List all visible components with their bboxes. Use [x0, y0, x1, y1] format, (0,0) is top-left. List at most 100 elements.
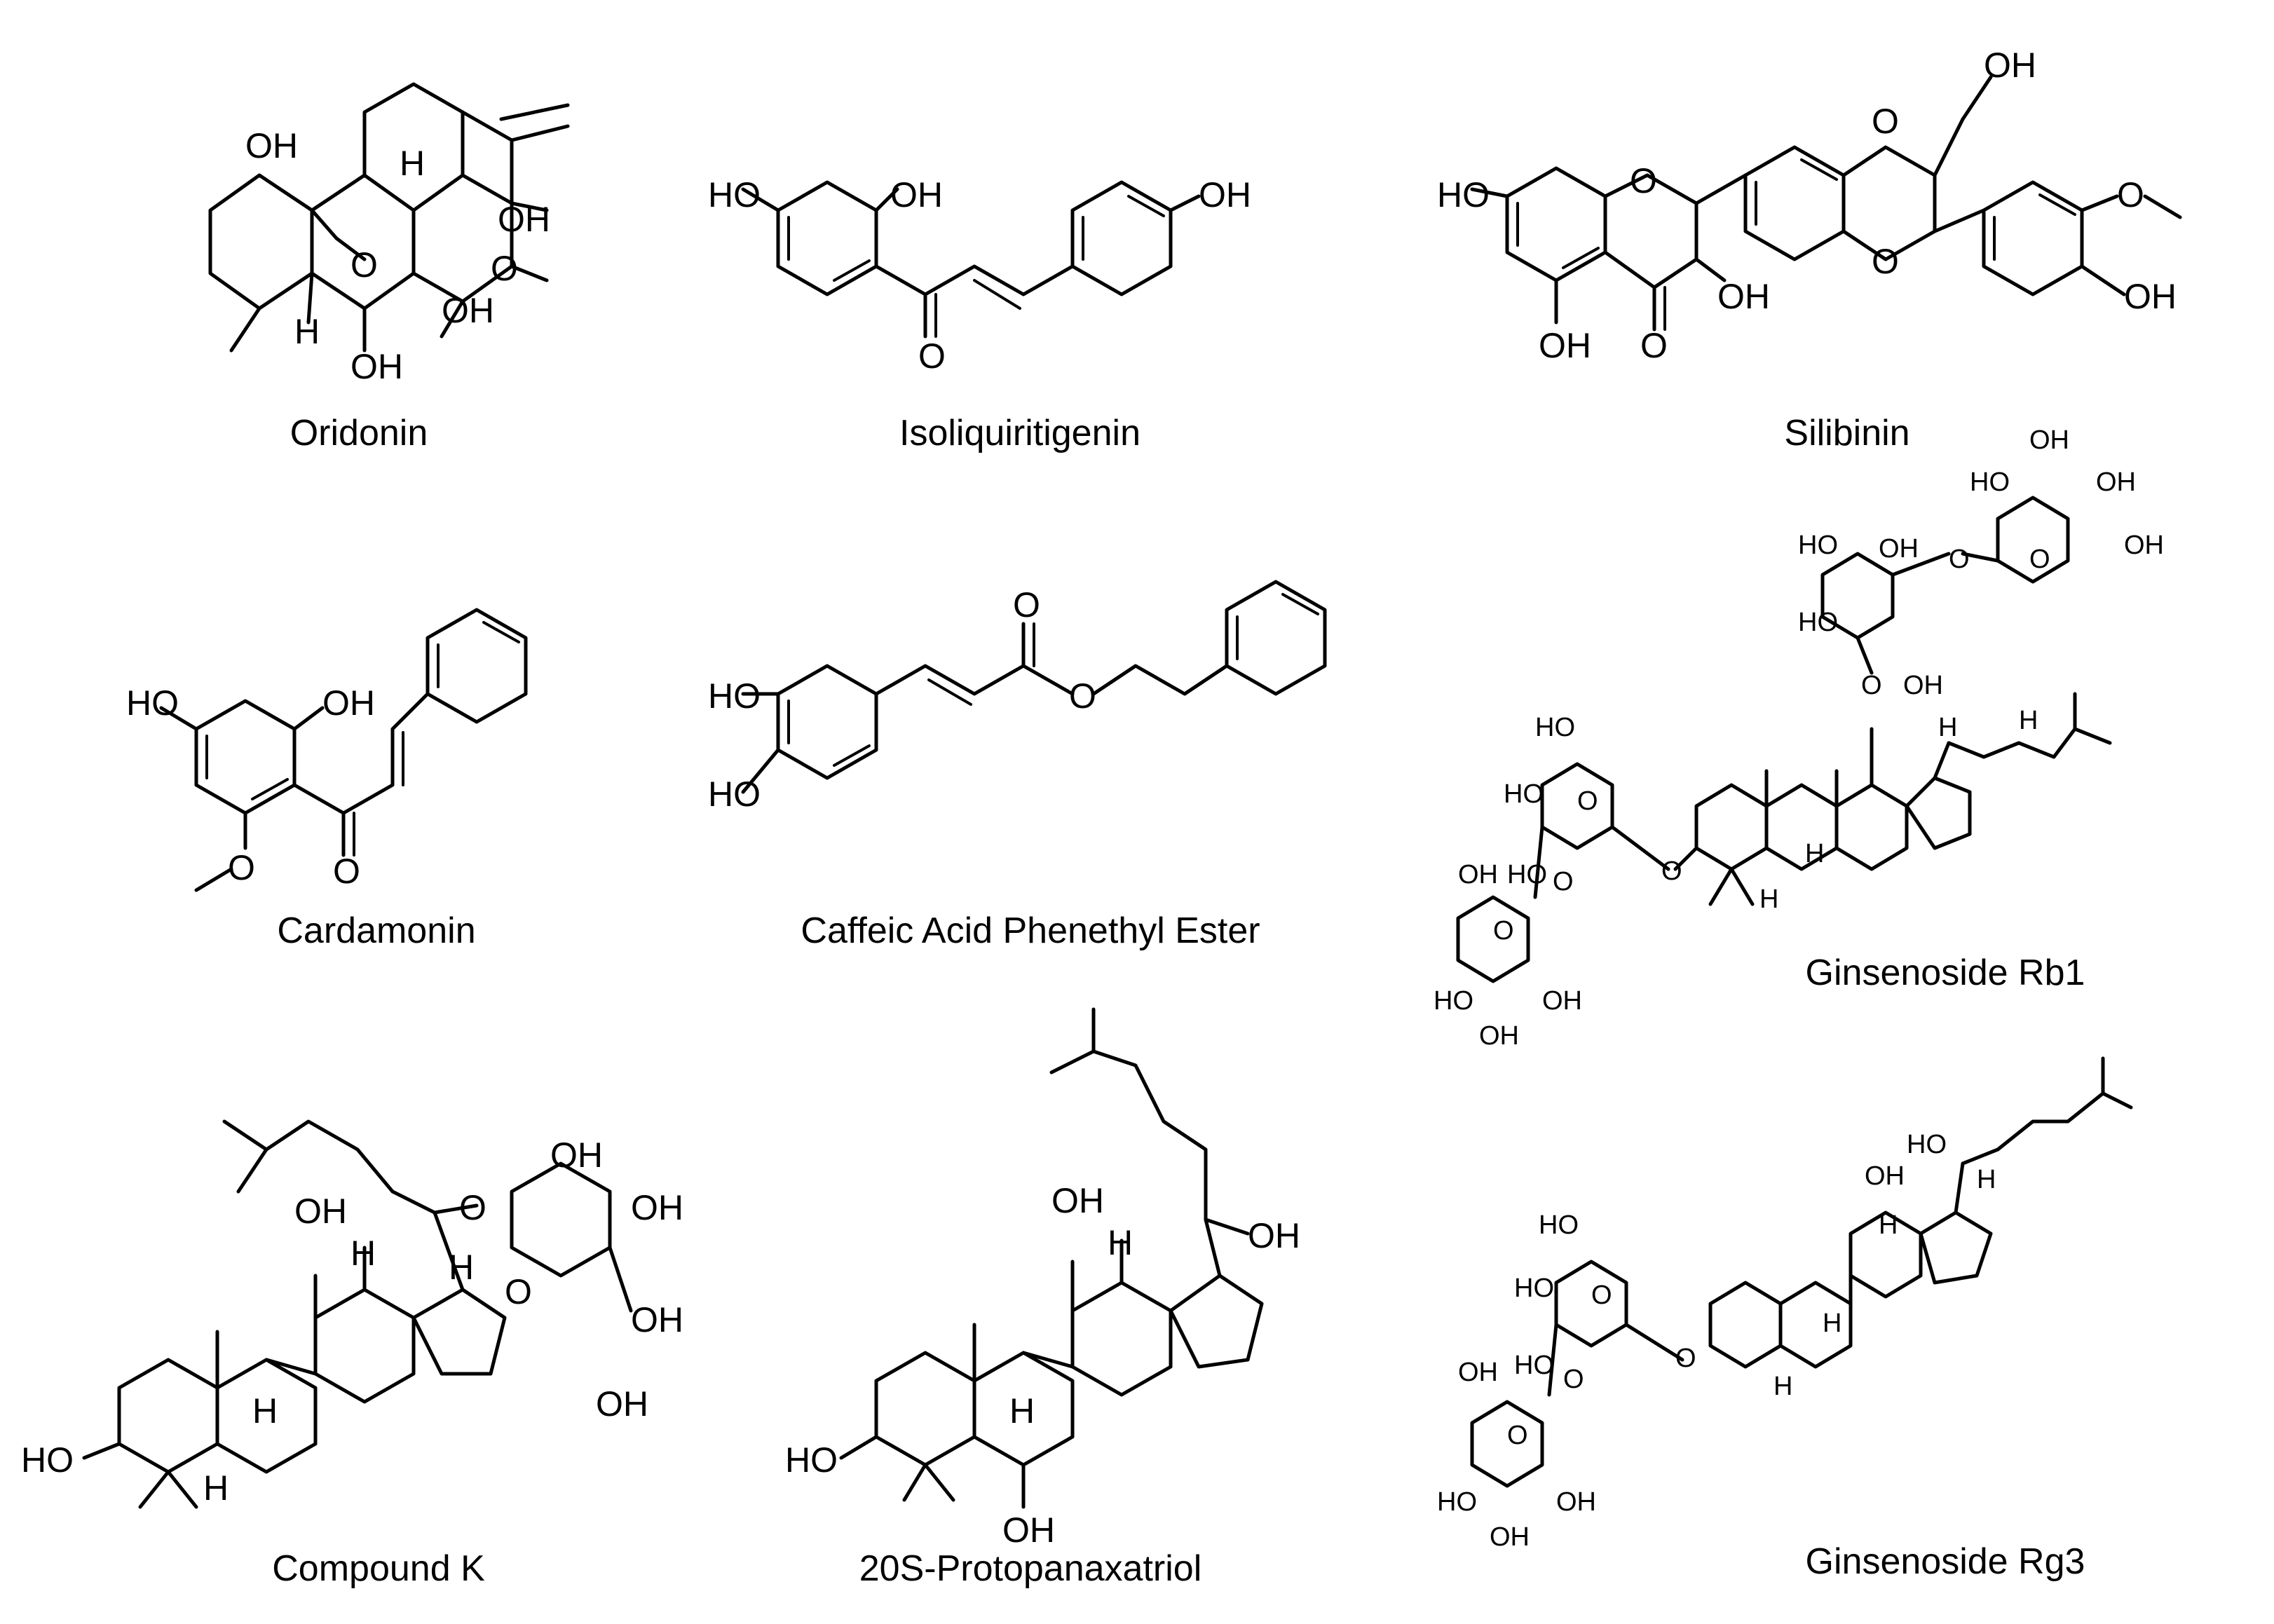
svg-text:HO: HO	[1907, 1130, 1947, 1159]
structure-cardamonin: HO OH O O	[126, 608, 528, 892]
svg-text:OH: OH	[442, 291, 494, 330]
structure-protopanaxatriol: HO OH H OH H OH	[785, 1007, 1300, 1550]
svg-text:O: O	[333, 852, 360, 891]
svg-text:H: H	[1938, 713, 1957, 742]
svg-text:O: O	[1069, 676, 1096, 716]
svg-text:HO: HO	[1970, 468, 2010, 497]
svg-text:OH: OH	[1458, 860, 1498, 889]
svg-text:OH: OH	[350, 347, 403, 386]
svg-text:HO: HO	[1539, 1210, 1579, 1240]
svg-text:HO: HO	[1437, 1487, 1477, 1517]
svg-text:OH: OH	[1199, 175, 1251, 214]
svg-text:H: H	[400, 144, 425, 183]
svg-text:OH: OH	[631, 1188, 683, 1227]
svg-text:H: H	[1759, 885, 1778, 914]
svg-text:O: O	[1861, 671, 1882, 700]
svg-text:O: O	[1949, 545, 1970, 574]
svg-text:O: O	[1640, 326, 1668, 365]
structure-compound-k: HO H H OH H H O OH OH O OH OH	[21, 1119, 683, 1509]
label-isoliquiritigenin: Isoliquiritigenin	[899, 413, 1141, 453]
svg-text:HO: HO	[1535, 713, 1575, 742]
svg-text:O: O	[1630, 161, 1657, 200]
svg-text:HO: HO	[1437, 175, 1490, 214]
svg-text:H: H	[350, 1234, 376, 1273]
svg-text:OH: OH	[1458, 1358, 1498, 1387]
svg-text:H: H	[1009, 1391, 1035, 1431]
svg-text:H: H	[1879, 1210, 1898, 1240]
svg-text:H: H	[1977, 1165, 1996, 1194]
structure-isoliquiritigenin: HO OH O OH	[708, 175, 1251, 376]
svg-text:H: H	[203, 1468, 229, 1508]
svg-text:OH: OH	[596, 1384, 648, 1424]
svg-text:O: O	[1563, 1365, 1584, 1394]
svg-text:O: O	[1675, 1344, 1696, 1373]
svg-text:H: H	[1773, 1372, 1792, 1401]
label-cardamonin: Cardamonin	[277, 910, 475, 951]
svg-text:O: O	[459, 1188, 486, 1227]
svg-text:HO: HO	[1798, 608, 1838, 637]
svg-text:H: H	[1108, 1223, 1133, 1262]
structure-ginsenoside-rb1: OH OH HO HO HO OH OH O O O OH H H H H O …	[1434, 425, 2164, 1051]
svg-text:H: H	[1805, 839, 1824, 868]
svg-text:HO: HO	[1507, 860, 1547, 889]
label-oridonin: Oridonin	[290, 413, 428, 453]
structure-oridonin: OH H OH O O OH H OH	[208, 82, 570, 386]
svg-text:HO: HO	[708, 175, 761, 214]
svg-text:O: O	[1493, 916, 1514, 946]
svg-text:OH: OH	[550, 1135, 603, 1175]
svg-text:OH: OH	[322, 683, 375, 723]
structure-silibinin: HO OH O OH O O O OH O OH	[1437, 46, 2182, 365]
svg-text:O: O	[1013, 585, 1040, 625]
svg-text:HO: HO	[1434, 986, 1473, 1016]
svg-text:HO: HO	[1514, 1351, 1554, 1380]
svg-text:O: O	[1591, 1281, 1612, 1310]
svg-text:OH: OH	[498, 200, 550, 239]
svg-text:OH: OH	[1248, 1216, 1300, 1255]
svg-text:O: O	[350, 245, 378, 285]
svg-text:OH: OH	[1002, 1510, 1055, 1550]
label-ginsenoside-rg3: Ginsenoside Rg3	[1806, 1541, 2085, 1582]
svg-text:OH: OH	[1717, 277, 1770, 316]
svg-text:OH: OH	[2096, 468, 2136, 497]
svg-text:HO: HO	[1504, 779, 1544, 809]
svg-text:OH: OH	[890, 175, 943, 214]
svg-text:OH: OH	[1556, 1487, 1596, 1517]
svg-text:HO: HO	[21, 1440, 74, 1480]
structure-cape: HO HO O O	[708, 580, 1327, 814]
structure-ginsenoside-rg3: HO OH H H H H O HO HO HO O O OH HO OH OH…	[1437, 1056, 2133, 1552]
svg-text:O: O	[505, 1272, 532, 1311]
svg-text:OH: OH	[1879, 534, 1919, 564]
svg-text:H: H	[2019, 706, 2038, 735]
svg-text:OH: OH	[1984, 46, 2036, 85]
svg-text:O: O	[1507, 1421, 1528, 1450]
svg-text:OH: OH	[1051, 1181, 1104, 1220]
svg-text:OH: OH	[1490, 1522, 1530, 1552]
svg-text:OH: OH	[1865, 1161, 1905, 1191]
svg-text:O: O	[1661, 857, 1682, 886]
svg-text:OH: OH	[1542, 986, 1582, 1016]
svg-text:OH: OH	[2124, 531, 2164, 560]
label-silibinin: Silibinin	[1784, 413, 1909, 453]
svg-text:O: O	[918, 336, 946, 376]
svg-text:O: O	[1872, 242, 1899, 281]
svg-text:O: O	[1872, 102, 1899, 141]
svg-text:HO: HO	[708, 775, 761, 814]
svg-text:O: O	[1553, 867, 1574, 896]
svg-text:OH: OH	[245, 126, 298, 165]
svg-text:HO: HO	[1514, 1274, 1554, 1303]
svg-text:OH: OH	[2124, 277, 2177, 316]
svg-text:OH: OH	[294, 1192, 347, 1231]
svg-text:HO: HO	[126, 683, 179, 723]
svg-text:HO: HO	[708, 676, 761, 716]
label-protopanaxatriol: 20S-Protopanaxatriol	[859, 1548, 1202, 1589]
svg-text:OH: OH	[1539, 326, 1591, 365]
svg-text:H: H	[449, 1248, 474, 1287]
svg-text:O: O	[2117, 175, 2144, 214]
svg-text:H: H	[252, 1391, 278, 1431]
svg-text:OH: OH	[2029, 425, 2069, 455]
label-compound-k: Compound K	[272, 1548, 485, 1589]
svg-text:O: O	[491, 249, 518, 288]
svg-text:HO: HO	[1798, 531, 1838, 560]
svg-text:OH: OH	[1903, 671, 1943, 700]
